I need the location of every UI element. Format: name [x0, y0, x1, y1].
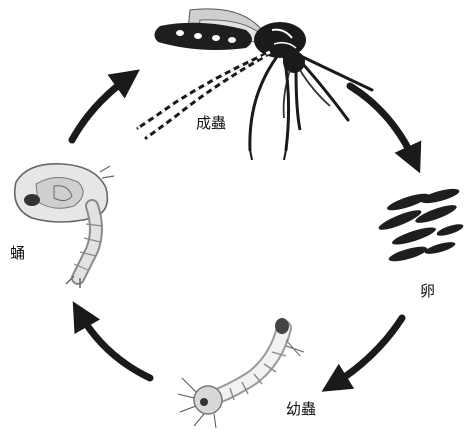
label-larva: 幼蟲 — [286, 400, 316, 418]
label-pupa: 蛹 — [10, 244, 25, 262]
arrow-adult-to-egg — [350, 86, 414, 160]
label-egg: 卵 — [420, 282, 435, 300]
arrow-egg-to-larva — [334, 318, 402, 384]
adult-mosquito-image — [138, 9, 372, 160]
arrow-pupa-to-adult — [72, 78, 128, 140]
egg-cluster-image — [377, 186, 465, 264]
label-adult: 成蟲 — [196, 114, 226, 132]
cycle-arrows — [72, 78, 414, 384]
pupa-image — [15, 164, 114, 288]
arrow-larva-to-pupa — [80, 314, 150, 378]
